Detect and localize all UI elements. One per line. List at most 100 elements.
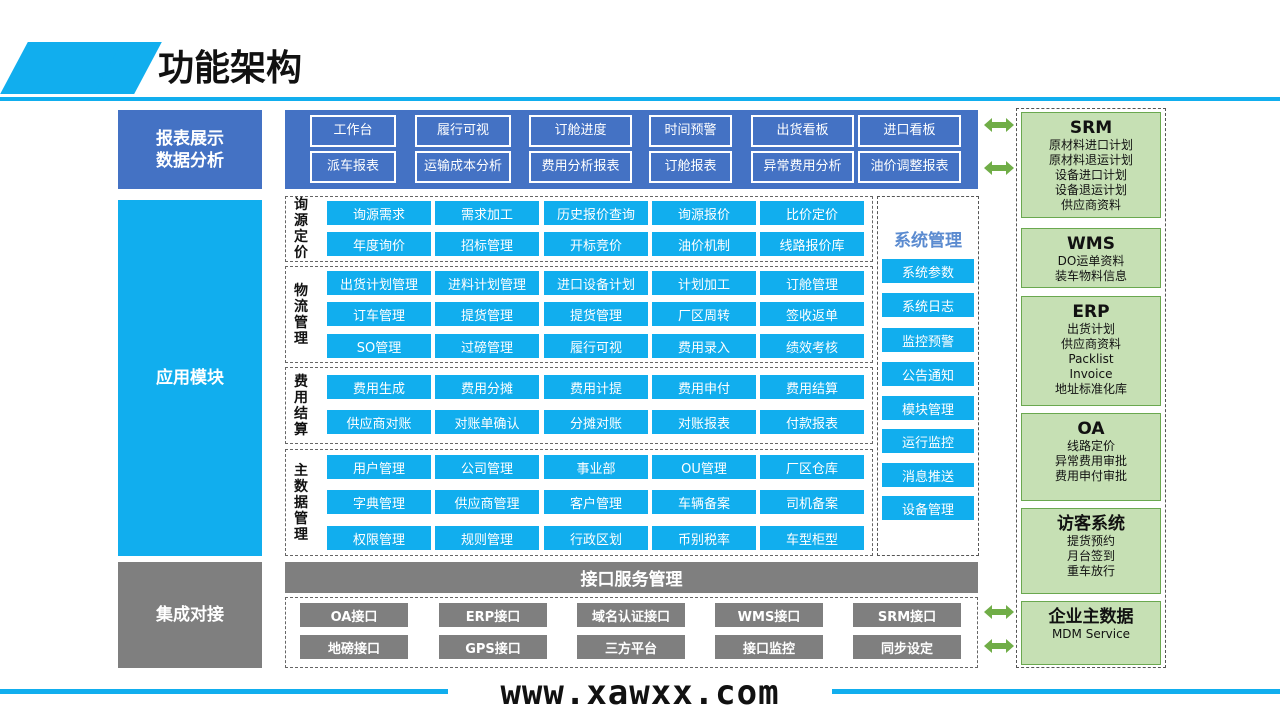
module-button[interactable]: 客户管理	[544, 490, 648, 514]
category-report: 报表展示 数据分析	[118, 110, 262, 189]
module-button[interactable]: 比价定价	[760, 201, 864, 225]
module-button[interactable]: 车型柜型	[760, 526, 864, 550]
report-button[interactable]: 出货看板	[751, 115, 854, 147]
module-button[interactable]: 对账单确认	[435, 410, 539, 434]
module-button[interactable]: 司机备案	[760, 490, 864, 514]
module-button[interactable]: 进口设备计划	[544, 271, 648, 295]
system-button[interactable]: 设备管理	[882, 496, 974, 520]
report-button[interactable]: 订舱报表	[649, 151, 732, 183]
module-button[interactable]: 费用结算	[760, 375, 864, 399]
external-system-name: WMS	[1067, 234, 1115, 254]
report-button[interactable]: 订舱进度	[529, 115, 632, 147]
module-button[interactable]: 规则管理	[435, 526, 539, 550]
system-button[interactable]: 系统日志	[882, 293, 974, 317]
module-button[interactable]: 权限管理	[327, 526, 431, 550]
system-button[interactable]: 系统参数	[882, 259, 974, 283]
module-box	[285, 367, 873, 444]
interface-button[interactable]: 同步设定	[853, 635, 961, 659]
report-button[interactable]: 油价调整报表	[858, 151, 961, 183]
system-button[interactable]: 监控预警	[882, 328, 974, 352]
external-system-line: 地址标准化库	[1054, 382, 1127, 396]
external-system-line: DO运单资料	[1057, 254, 1125, 268]
module-button[interactable]: SO管理	[327, 334, 431, 358]
module-button[interactable]: 出货计划管理	[327, 271, 431, 295]
external-system-name: 企业主数据	[1048, 607, 1134, 627]
system-button[interactable]: 模块管理	[882, 396, 974, 420]
module-button[interactable]: 进料计划管理	[435, 271, 539, 295]
module-button[interactable]: 提货管理	[435, 302, 539, 326]
external-system-line: 线路定价	[1066, 439, 1115, 453]
module-button[interactable]: 费用分摊	[435, 375, 539, 399]
module-button[interactable]: 费用计提	[544, 375, 648, 399]
module-button[interactable]: 分摊对账	[544, 410, 648, 434]
module-button[interactable]: 提货管理	[544, 302, 648, 326]
module-button[interactable]: 绩效考核	[760, 334, 864, 358]
report-button[interactable]: 履行可视	[415, 115, 511, 147]
module-button[interactable]: 线路报价库	[760, 232, 864, 256]
module-button[interactable]: 履行可视	[544, 334, 648, 358]
module-button[interactable]: 厂区周转	[652, 302, 756, 326]
module-button[interactable]: 供应商对账	[327, 410, 431, 434]
report-button[interactable]: 时间预警	[649, 115, 732, 147]
arrow-mdm-bottom	[984, 639, 1014, 653]
module-button[interactable]: 车辆备案	[652, 490, 756, 514]
module-button[interactable]: 订舱管理	[760, 271, 864, 295]
report-button[interactable]: 工作台	[310, 115, 396, 147]
module-button[interactable]: 订车管理	[327, 302, 431, 326]
module-button[interactable]: 事业部	[544, 455, 648, 479]
external-system-line: 原材料进口计划	[1048, 138, 1133, 152]
interface-button[interactable]: 三方平台	[577, 635, 685, 659]
report-button[interactable]: 进口看板	[858, 115, 961, 147]
arrow-srm-top	[984, 118, 1014, 132]
module-button[interactable]: 厂区仓库	[760, 455, 864, 479]
module-label-char: 理	[294, 526, 308, 543]
module-button[interactable]: 计划加工	[652, 271, 756, 295]
module-button[interactable]: OU管理	[652, 455, 756, 479]
module-button[interactable]: 油价机制	[652, 232, 756, 256]
module-label: 费用结算	[287, 367, 315, 444]
module-button[interactable]: 费用录入	[652, 334, 756, 358]
category-integration: 集成对接	[118, 562, 262, 668]
module-button[interactable]: 字典管理	[327, 490, 431, 514]
report-button[interactable]: 费用分析报表	[529, 151, 632, 183]
module-button[interactable]: 币别税率	[652, 526, 756, 550]
interface-button[interactable]: SRM接口	[853, 603, 961, 627]
interface-button[interactable]: OA接口	[300, 603, 408, 627]
module-button[interactable]: 供应商管理	[435, 490, 539, 514]
module-button[interactable]: 费用生成	[327, 375, 431, 399]
interface-button[interactable]: 地磅接口	[300, 635, 408, 659]
module-button[interactable]: 开标竞价	[544, 232, 648, 256]
module-label-char: 理	[294, 330, 308, 347]
external-system-line: 重车放行	[1066, 564, 1115, 578]
interface-button[interactable]: ERP接口	[439, 603, 547, 627]
module-button[interactable]: 招标管理	[435, 232, 539, 256]
module-button[interactable]: 过磅管理	[435, 334, 539, 358]
module-button[interactable]: 询源报价	[652, 201, 756, 225]
module-button[interactable]: 历史报价查询	[544, 201, 648, 225]
system-button[interactable]: 消息推送	[882, 463, 974, 487]
system-button[interactable]: 公告通知	[882, 362, 974, 386]
interface-button[interactable]: 接口监控	[715, 635, 823, 659]
interface-button[interactable]: 域名认证接口	[577, 603, 685, 627]
module-button[interactable]: 用户管理	[327, 455, 431, 479]
module-label-char: 数	[294, 478, 308, 495]
module-button[interactable]: 费用申付	[652, 375, 756, 399]
module-label-char: 源	[294, 213, 308, 229]
report-button[interactable]: 派车报表	[310, 151, 396, 183]
module-button[interactable]: 行政区划	[544, 526, 648, 550]
report-button[interactable]: 运输成本分析	[415, 151, 511, 183]
module-button[interactable]: 签收返单	[760, 302, 864, 326]
system-button[interactable]: 运行监控	[882, 429, 974, 453]
module-button[interactable]: 公司管理	[435, 455, 539, 479]
interface-button[interactable]: GPS接口	[439, 635, 547, 659]
external-system-line: 设备退运计划	[1054, 183, 1127, 197]
report-button[interactable]: 异常费用分析	[751, 151, 854, 183]
module-button[interactable]: 年度询价	[327, 232, 431, 256]
module-button[interactable]: 对账报表	[652, 410, 756, 434]
module-button[interactable]: 付款报表	[760, 410, 864, 434]
module-button[interactable]: 询源需求	[327, 201, 431, 225]
external-system-line: 供应商资料	[1060, 337, 1121, 351]
interface-button[interactable]: WMS接口	[715, 603, 823, 627]
module-button[interactable]: 需求加工	[435, 201, 539, 225]
